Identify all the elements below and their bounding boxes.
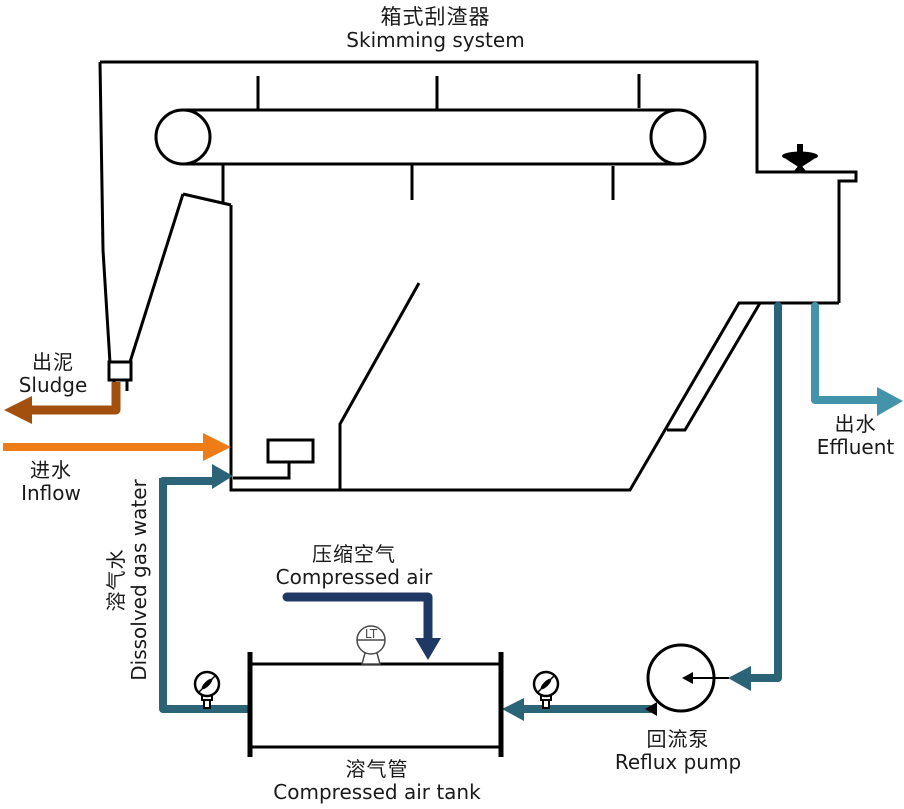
internal-baffle	[338, 282, 421, 490]
inlet-distributor	[233, 438, 315, 480]
effluent-label-cn: 出水	[834, 412, 877, 436]
valve-icon	[782, 144, 818, 172]
inflow-pipe	[3, 433, 231, 461]
reflux-pump-label-cn: 回流泵	[646, 727, 710, 751]
level-transmitter-label: LT	[365, 627, 378, 641]
effluent-arrowhead	[877, 387, 903, 416]
inflow-label: 进水 Inflow	[7, 459, 95, 505]
dissolved-gas-water-label-en: Dissolved gas water	[127, 479, 151, 681]
conveyor-pulley-left	[154, 108, 212, 166]
compressed-air-label: 压缩空气 Compressed air	[268, 543, 440, 589]
pressure-gauge-right-icon	[532, 670, 560, 709]
reflux-pipe	[728, 302, 782, 691]
dissolved-gas-water-label-cn: 溶气水	[104, 548, 128, 612]
flotation-tank	[229, 205, 839, 492]
sludge-label-en: Sludge	[18, 373, 88, 397]
air-tank-label: 溶气管 Compressed air tank	[251, 758, 503, 804]
compressed-air-tank	[247, 652, 504, 757]
pressure-gauge-left-icon	[193, 670, 221, 709]
inflow-label-cn: 进水	[30, 458, 72, 482]
compressed-air-arrowhead	[415, 638, 441, 660]
air-tank-label-en: Compressed air tank	[273, 780, 481, 804]
diagram-title-en: Skimming system	[346, 28, 525, 52]
skimmer-frame	[98, 60, 858, 364]
reflux-pump-label: 回流泵 Reflux pump	[598, 728, 758, 774]
compressed-air-pipe	[282, 592, 441, 660]
air-tank-label-cn: 溶气管	[345, 757, 409, 781]
sludge-label: 出泥 Sludge	[9, 351, 97, 397]
pump-outlet-tick	[645, 702, 657, 716]
dissolved-gas-water-label: 溶气水 Dissolved gas water	[104, 475, 151, 685]
scraper-flights	[221, 74, 641, 202]
sludge-arrowhead	[4, 396, 32, 424]
reflux-arrowhead	[728, 666, 751, 691]
compressed-air-label-en: Compressed air	[275, 565, 433, 589]
sludge-hopper	[107, 192, 232, 391]
diagram-title-cn: 箱式刮渣器	[380, 5, 491, 29]
tank-inlet-arrowhead	[502, 698, 524, 721]
level-transmitter-icon: LT	[356, 625, 386, 665]
sludge-pipe	[4, 382, 121, 424]
compressed-air-label-cn: 压缩空气	[312, 542, 396, 566]
pump-outlet-pipe	[502, 698, 657, 721]
inflow-label-en: Inflow	[21, 481, 81, 505]
effluent-pipe	[811, 302, 903, 416]
sludge-label-cn: 出泥	[32, 350, 74, 374]
inflow-arrowhead	[203, 433, 231, 461]
effluent-label: 出水 Effluent	[808, 413, 903, 459]
effluent-label-en: Effluent	[816, 435, 895, 459]
diagram-title: 箱式刮渣器 Skimming system	[298, 6, 573, 52]
conveyor-pulley-right	[649, 108, 707, 166]
reflux-pump-icon	[646, 643, 729, 713]
reflux-pump-label-en: Reflux pump	[614, 750, 742, 774]
dissolved-gas-arrowhead	[212, 464, 233, 489]
lamella-plate	[667, 302, 762, 432]
conveyor-belt	[154, 74, 707, 202]
